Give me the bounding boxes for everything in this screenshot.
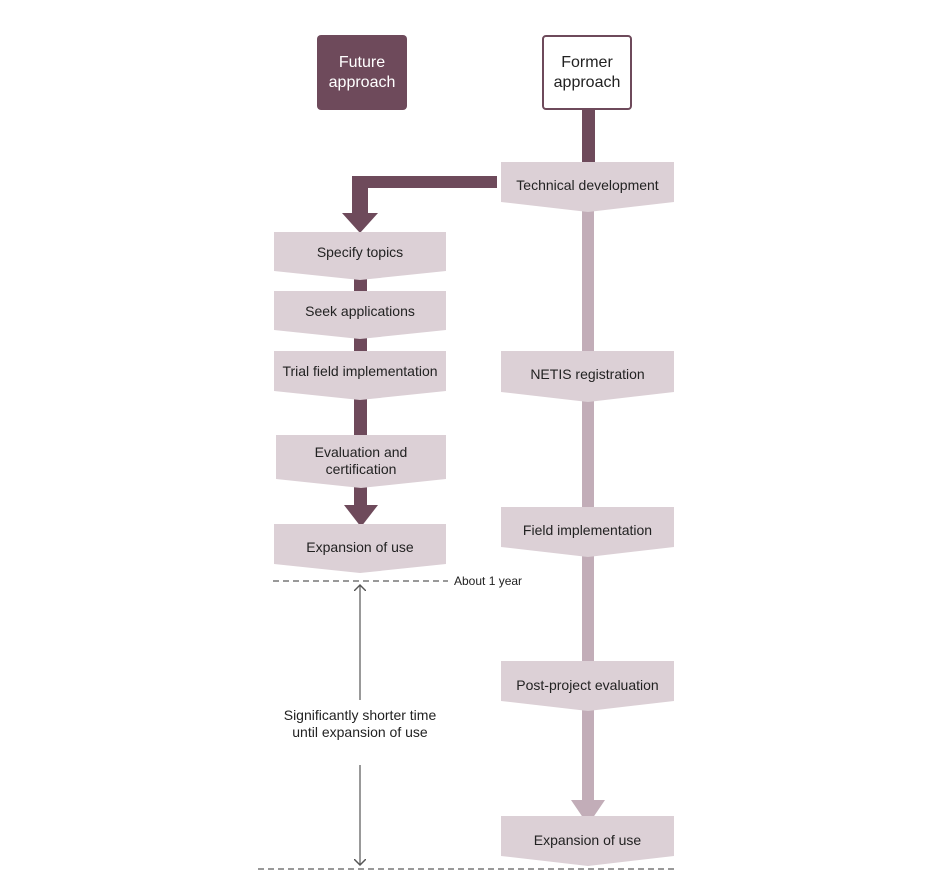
future-step-box: [274, 524, 446, 573]
former-step-expansion-of-use: Expansion of use: [533, 831, 642, 848]
future-final-arrowhead: [344, 505, 378, 527]
former-final-arrowhead: [571, 800, 605, 825]
former-step-box: [501, 351, 674, 402]
future-step-box: [276, 435, 446, 488]
former-approach-header: Former approach: [542, 35, 632, 110]
future-step-box: [274, 291, 446, 339]
future-step-box: [274, 232, 446, 280]
future-step-seek-applications: Seek applications: [305, 302, 415, 319]
future-step-evaluation-certification: Evaluation and certification: [314, 444, 408, 477]
former-step-technical-development: Technical development: [516, 176, 659, 193]
future-step-trial-field-implementation: Trial field implementation: [282, 362, 438, 379]
about-one-year-label: About 1 year: [454, 574, 523, 588]
former-trunk: [582, 205, 594, 805]
former-step-box: [501, 507, 674, 557]
former-connector-dark: [582, 108, 595, 163]
future-step-box: [274, 351, 446, 400]
branch-arrow: [342, 176, 497, 233]
former-step-post-project-evaluation: Post-project evaluation: [516, 676, 659, 693]
future-approach-header: Future approach: [317, 35, 407, 110]
former-step-box: [501, 816, 674, 866]
future-step-expansion-of-use: Expansion of use: [306, 538, 414, 555]
future-step-specify-topics: Specify topics: [316, 243, 404, 260]
former-step-netis-registration: NETIS registration: [530, 365, 645, 382]
shorter-time-label: Significantly shorter time until expansi…: [283, 707, 437, 740]
former-step-field-implementation: Field implementation: [522, 521, 653, 538]
former-step-box: [501, 162, 674, 212]
former-step-box: [501, 661, 674, 711]
